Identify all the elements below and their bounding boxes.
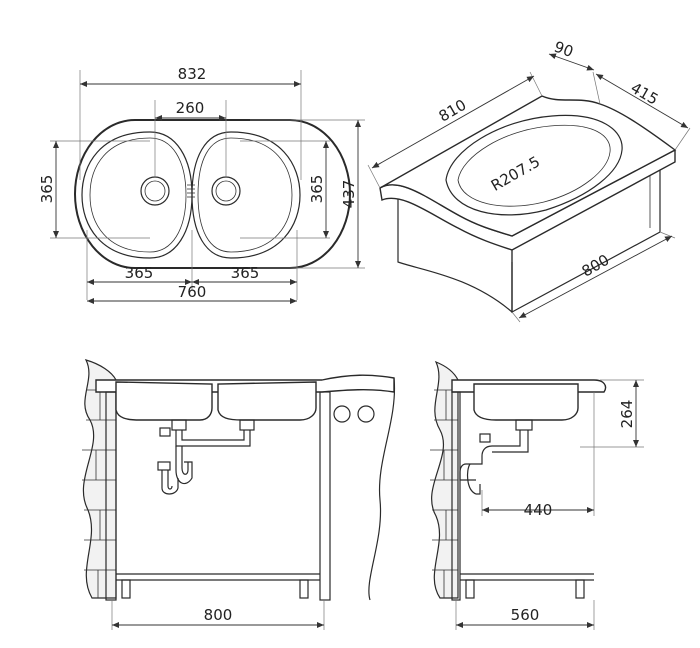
iso-view: 810 90 415 R207.5 800	[367, 38, 691, 323]
dim-800-iso: 800	[579, 251, 613, 281]
dim-365-bottom-left: 365	[125, 264, 154, 282]
dim-415: 415	[628, 79, 662, 109]
dim-264: 264	[618, 400, 636, 429]
top-view: 832 260 365 365 437 365 365 760	[38, 65, 365, 304]
dim-760: 760	[178, 283, 207, 301]
dim-440: 440	[524, 501, 553, 519]
dim-810: 810	[436, 96, 470, 126]
dim-260: 260	[176, 99, 205, 117]
dim-437: 437	[340, 180, 358, 209]
front-left-bowl	[115, 381, 213, 421]
side-plumbing	[459, 419, 533, 495]
right-drain-icon	[211, 176, 241, 206]
dim-365-left: 365	[38, 175, 56, 204]
dim-365-right: 365	[308, 175, 326, 204]
dim-800-front: 800	[204, 606, 233, 624]
outlet-icon	[357, 405, 375, 423]
dim-365-bottom-right: 365	[231, 264, 260, 282]
left-drain-icon	[140, 176, 170, 206]
side-view: 264 440 560	[430, 360, 644, 630]
front-view: 800	[82, 359, 396, 630]
front-plumbing	[157, 419, 255, 495]
outlet-icon	[333, 405, 351, 423]
dim-560: 560	[511, 606, 540, 624]
side-bowl	[473, 383, 579, 421]
dim-832: 832	[178, 65, 207, 83]
dim-90: 90	[552, 38, 576, 61]
front-right-bowl	[217, 381, 317, 421]
